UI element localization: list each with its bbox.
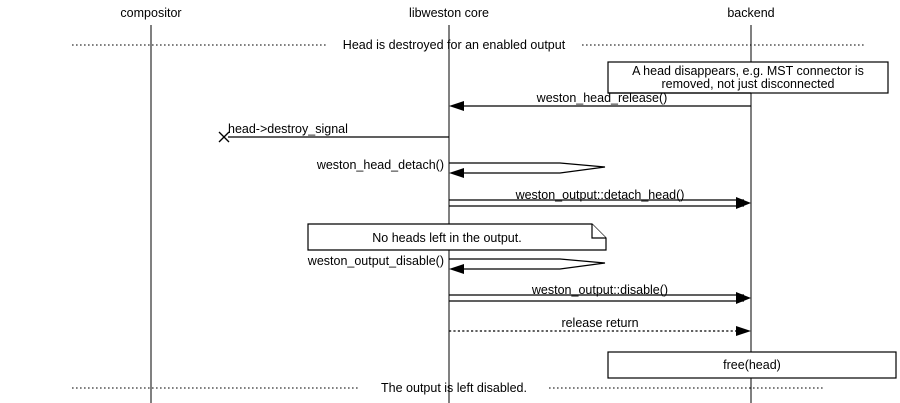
message-label-weston-head-detach: weston_head_detach() <box>316 158 444 172</box>
arrowhead-weston-output-disable-call <box>449 264 464 274</box>
message-loop-weston-output-disable-call <box>449 258 606 270</box>
arrowhead-release-return <box>736 326 751 336</box>
message-label-weston-output-detach-head: weston_output::detach_head() <box>515 188 685 202</box>
note-box-no-heads <box>307 223 607 251</box>
action-box-label-free-head: free(head) <box>723 358 781 372</box>
lost-message-x-icon-stroke-2 <box>218 131 230 143</box>
message-label-weston-head-release: weston_head_release() <box>536 91 668 105</box>
message-label-weston-output-disable-call: weston_output_disable() <box>307 254 444 268</box>
arrowhead-weston-head-release <box>449 101 464 111</box>
note-box-mst <box>607 61 889 94</box>
lifeline-label-backend: backend <box>727 6 774 20</box>
divider-label-bottom: The output is left disabled. <box>381 381 527 395</box>
note-mst-line-1: A head disappears, e.g. MST connector is <box>632 64 864 78</box>
note-no-heads-label: No heads left in the output. <box>372 231 521 245</box>
message-label-head-destroy-signal: head->destroy_signal <box>228 122 348 136</box>
arrowhead-weston-output-disable <box>736 292 751 304</box>
action-box-free-head <box>607 351 897 379</box>
note-mst-line-2: removed, not just disconnected <box>661 77 834 91</box>
lifeline-label-libweston-core: libweston core <box>409 6 489 20</box>
arrowhead-weston-head-detach <box>449 168 464 178</box>
message-label-weston-output-disable: weston_output::disable() <box>531 283 668 297</box>
note-fold-corner-no-heads <box>591 224 606 239</box>
lifeline-label-compositor: compositor <box>120 6 181 20</box>
message-label-release-return: release return <box>561 316 638 330</box>
arrowhead-weston-output-detach-head <box>736 197 751 209</box>
divider-label-top: Head is destroyed for an enabled output <box>343 38 566 52</box>
message-loop-weston-head-detach <box>449 162 606 174</box>
